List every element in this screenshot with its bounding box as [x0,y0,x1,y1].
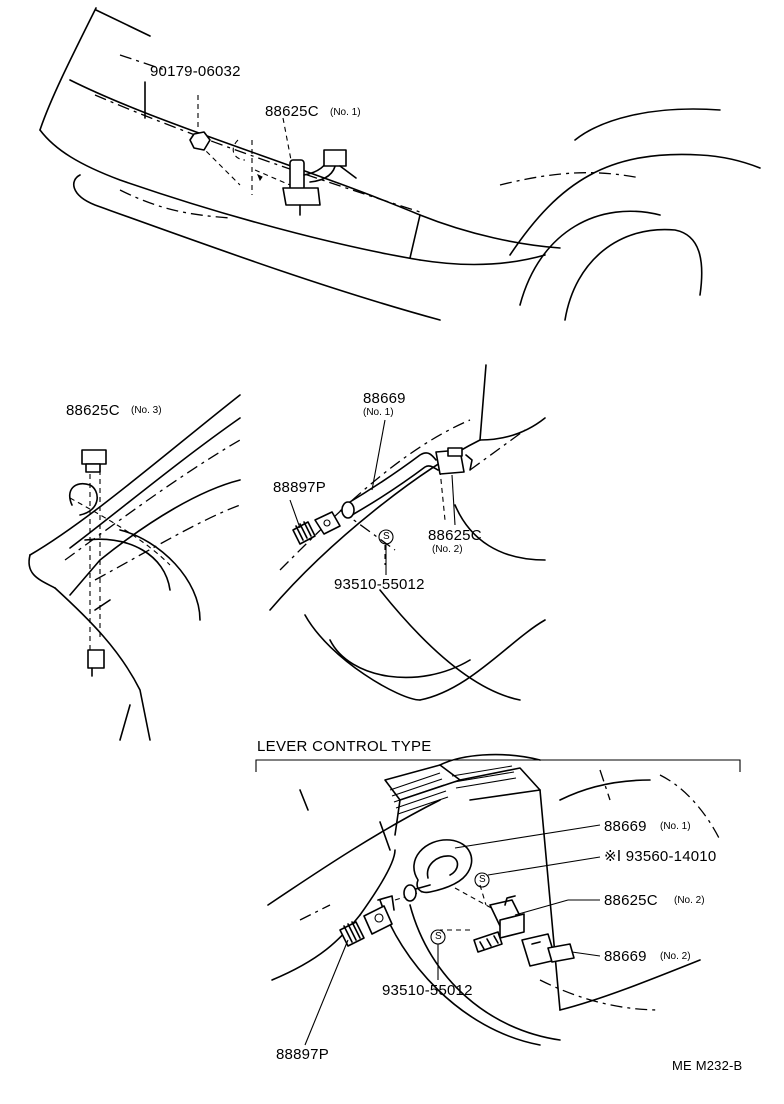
part-label-88669-no1-sub: (No. 1) [363,407,394,418]
part-label-88625c-no2-lever: 88625C [604,892,658,909]
diagram-code: ME M232-B [672,1058,743,1073]
screw-symbol-lever-1: S [479,874,486,885]
part-label-88669-no1: 88669 [363,390,406,407]
part-label-88625c-no3-sub: (No. 3) [131,405,162,416]
screw-symbol: S [383,531,390,542]
part-label-93510-55012: 93510-55012 [334,576,425,593]
part-label-88625c-no2-sub: (No. 2) [432,544,463,555]
part-label-88625c-no3: 88625C [66,402,120,419]
car-front-view [39,7,761,321]
hood-underside-view [28,394,241,741]
part-label-88625c-no1: 88625C [265,103,319,120]
part-label-88669-no2: 88669 [604,948,647,965]
part-label-88897p: 88897P [273,479,326,496]
part-label-88669-no2-sub: (No. 2) [660,951,691,962]
screw-symbol-lever-2: S [435,931,442,942]
part-label-88625c-no2-lever-sub: (No. 2) [674,895,705,906]
part-label-93510-55012-lever: 93510-55012 [382,982,473,999]
section-heading-lever-control: LEVER CONTROL TYPE [257,738,432,755]
part-label-90179-06032: 90179-06032 [150,63,241,80]
part-label-88625c-no2: 88625C [428,527,482,544]
part-label-88669-no1-lever-sub: (No. 1) [660,821,691,832]
hose-nozzle-detail [269,364,546,701]
part-label-88625c-no1-sub: (No. 1) [330,107,361,118]
part-label-88897p-lever: 88897P [276,1046,329,1063]
lever-control-view [255,753,741,1046]
part-label-88669-no1-lever: 88669 [604,818,647,835]
part-label-93560-14010: ※Ⅰ 93560-14010 [604,848,717,865]
